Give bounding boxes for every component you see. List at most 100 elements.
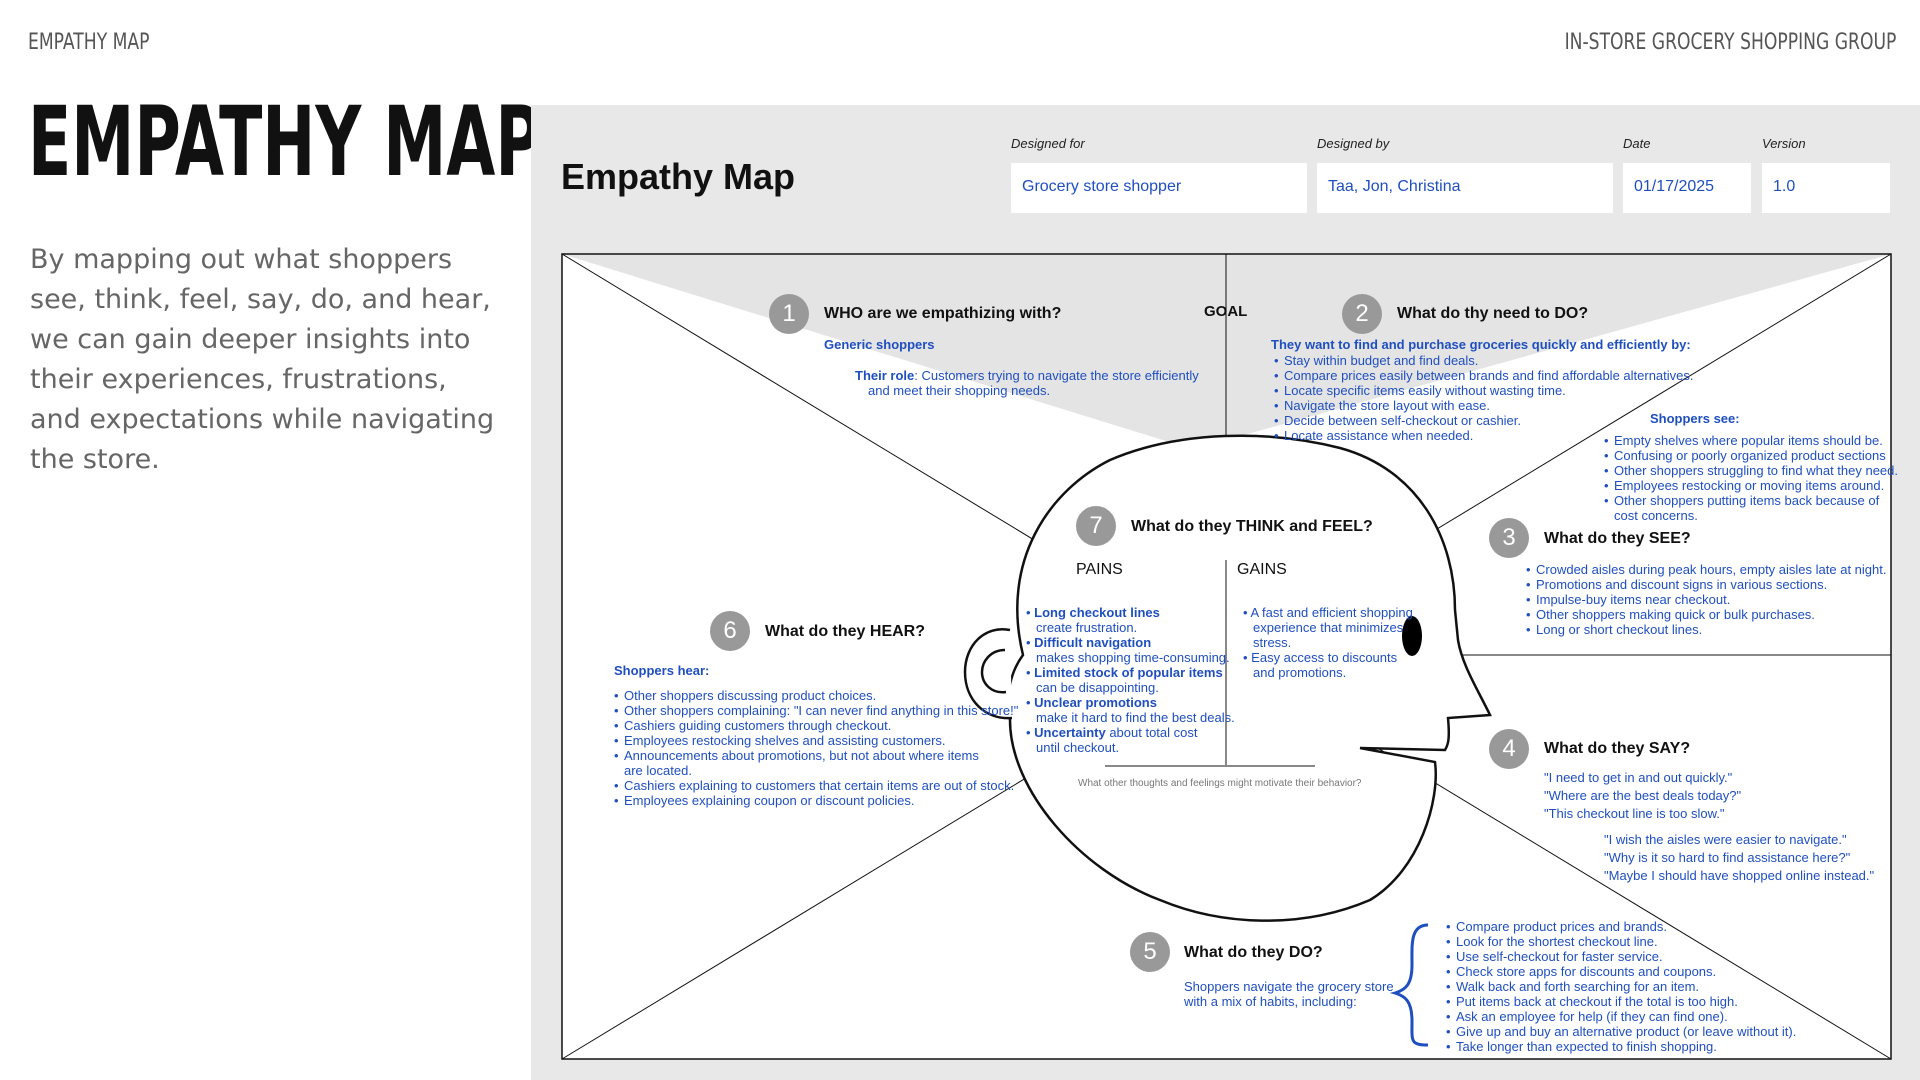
gain-line: A fast and efficient shopping (1250, 605, 1413, 620)
section-4-badge: 4 (1489, 729, 1529, 769)
pain-bold: Difficult navigation (1034, 635, 1152, 650)
version-field[interactable]: 1.0 (1762, 163, 1890, 213)
need-item: Decide between self-checkout or cashier. (1274, 413, 1694, 428)
hear-item: Other shoppers discussing product choice… (614, 688, 1018, 703)
see-item: Long or short checkout lines. (1526, 622, 1886, 637)
pain-bold: Long checkout lines (1034, 605, 1160, 620)
do-item: Take longer than expected to finish shop… (1446, 1039, 1796, 1054)
pain-item: • Uncertainty about total cost (1026, 725, 1198, 740)
designed-for-label: Designed for (1011, 136, 1085, 151)
pains-label: PAINS (1076, 561, 1123, 578)
section-7-title: What do they THINK and FEEL? (1131, 518, 1373, 535)
section-4-title: What do they SAY? (1544, 740, 1691, 757)
date-field[interactable]: 01/17/2025 (1623, 163, 1751, 213)
hear-item: Employees restocking shelves and assisti… (614, 733, 1018, 748)
do-intro-line: Shoppers navigate the grocery store (1184, 979, 1394, 994)
say-quote: "I wish the aisles were easier to naviga… (1604, 832, 1847, 847)
see-top-item: Other shoppers struggling to find what t… (1604, 463, 1898, 478)
hear-item: Cashiers guiding customers through check… (614, 718, 1018, 733)
see-top-item: Empty shelves where popular items should… (1604, 433, 1898, 448)
pain-item: • Unclear promotions (1026, 695, 1157, 710)
pain-bold: Unclear promotions (1034, 695, 1157, 710)
header-right-label: IN-STORE GROCERY SHOPPING GROUP (1564, 30, 1896, 55)
pain-rest: until checkout. (1036, 740, 1120, 755)
see-item: Crowded aisles during peak hours, empty … (1526, 562, 1886, 577)
pain-rest: create frustration. (1036, 620, 1138, 635)
version-label: Version (1762, 136, 1806, 151)
who-role: Their role: Customers trying to navigate… (855, 368, 1199, 383)
gain-line: stress. (1253, 635, 1292, 650)
say-quote: "Maybe I should have shopped online inst… (1604, 868, 1875, 883)
section-5-title: What do they DO? (1184, 944, 1323, 961)
see-item: Promotions and discount signs in various… (1526, 577, 1886, 592)
do-list: Compare product prices and brands. Look … (1446, 919, 1796, 1054)
canvas-title: Empathy Map (561, 156, 796, 197)
say-quote: "I need to get in and out quickly." (1544, 770, 1733, 785)
hear-item-cont: are located. (624, 763, 692, 778)
see-top-item: Confusing or poorly organized product se… (1604, 448, 1898, 463)
pain-item: • Long checkout lines (1026, 605, 1160, 620)
date-label: Date (1623, 136, 1651, 151)
gains-label: GAINS (1237, 561, 1287, 578)
eye-shape (1402, 616, 1422, 656)
pain-rest: make it hard to find the best deals. (1036, 710, 1235, 725)
gain-item: • Easy access to discounts (1243, 650, 1398, 665)
see-item: Other shoppers making quick or bulk purc… (1526, 607, 1886, 622)
section-6-badge: 6 (710, 611, 750, 651)
section-7-badge: 7 (1076, 506, 1116, 546)
gains-list: • A fast and efficient shopping experien… (1243, 605, 1413, 680)
need-item: Compare prices easily between brands and… (1274, 368, 1694, 383)
head-outline (1007, 434, 1492, 922)
section-6-title: What do they HEAR? (765, 623, 925, 640)
need-item: Stay within budget and find deals. (1274, 353, 1694, 368)
section-2-title: What do thy need to DO? (1397, 305, 1589, 322)
see-list: Crowded aisles during peak hours, empty … (1526, 562, 1886, 637)
goal-label: GOAL (1204, 303, 1248, 320)
do-item: Walk back and forth searching for an ite… (1446, 979, 1796, 994)
gain-line: experience that minimizes (1253, 620, 1404, 635)
page-title: EMPATHY MAP (28, 86, 542, 198)
hear-item: Other shoppers complaining: "I can never… (614, 703, 1018, 718)
pain-rest: makes shopping time-consuming. (1036, 650, 1230, 665)
gain-line: Easy access to discounts (1251, 650, 1398, 665)
hear-item: Employees explaining coupon or discount … (614, 793, 1018, 808)
pain-item: • Limited stock of popular items (1026, 665, 1223, 680)
need-intro: They want to find and purchase groceries… (1271, 337, 1691, 352)
hear-item: Cashiers explaining to customers that ce… (614, 778, 1018, 793)
pain-rest: about total cost (1105, 725, 1198, 740)
hear-list: Other shoppers discussing product choice… (614, 688, 1018, 808)
pain-rest: can be disappointing. (1036, 680, 1159, 695)
who-role-text: : Customers trying to navigate the store… (914, 368, 1199, 383)
see-top-list: Empty shelves where popular items should… (1604, 433, 1898, 523)
who-role-label: Their role (855, 368, 915, 383)
say-quote: "Where are the best deals today?" (1544, 788, 1742, 803)
gain-item: • A fast and efficient shopping (1243, 605, 1413, 620)
see-top-item: Other shoppers putting items back becaus… (1604, 493, 1898, 508)
hear-label: Shoppers hear: (614, 663, 710, 678)
say-quote: "This checkout line is too slow." (1544, 806, 1725, 821)
do-item: Compare product prices and brands. (1446, 919, 1796, 934)
need-list: Stay within budget and find deals. Compa… (1274, 353, 1694, 443)
designed-by-label: Designed by (1317, 136, 1390, 151)
do-item: Ask an employee for help (if they can fi… (1446, 1009, 1796, 1024)
section-3-title: What do they SEE? (1544, 530, 1691, 547)
say-quote: "Why is it so hard to find assistance he… (1604, 850, 1851, 865)
section-1-title: WHO are we empathizing with? (824, 305, 1062, 322)
see-top-item: Employees restocking or moving items aro… (1604, 478, 1898, 493)
do-item: Check store apps for discounts and coupo… (1446, 964, 1796, 979)
hear-item: Announcements about promotions, but not … (614, 748, 1018, 763)
section-3-badge: 3 (1489, 518, 1529, 558)
designed-for-field[interactable]: Grocery store shopper (1011, 163, 1307, 213)
header-left-label: EMPATHY MAP (28, 30, 150, 55)
do-item: Look for the shortest checkout line. (1446, 934, 1796, 949)
do-intro: Shoppers navigate the grocery store with… (1184, 979, 1394, 1009)
see-top-item-cont: cost concerns. (1614, 508, 1698, 523)
see-top-label: Shoppers see: (1650, 411, 1740, 426)
section-5-badge: 5 (1130, 932, 1170, 972)
section-2-badge: 2 (1342, 294, 1382, 334)
do-list-brace (1389, 923, 1429, 1047)
section-1-badge: 1 (769, 294, 809, 334)
say-quotes-1: "I need to get in and out quickly." "Whe… (1544, 769, 1741, 823)
designed-by-field[interactable]: Taa, Jon, Christina (1317, 163, 1613, 213)
pain-bold: Limited stock of popular items (1034, 665, 1223, 680)
